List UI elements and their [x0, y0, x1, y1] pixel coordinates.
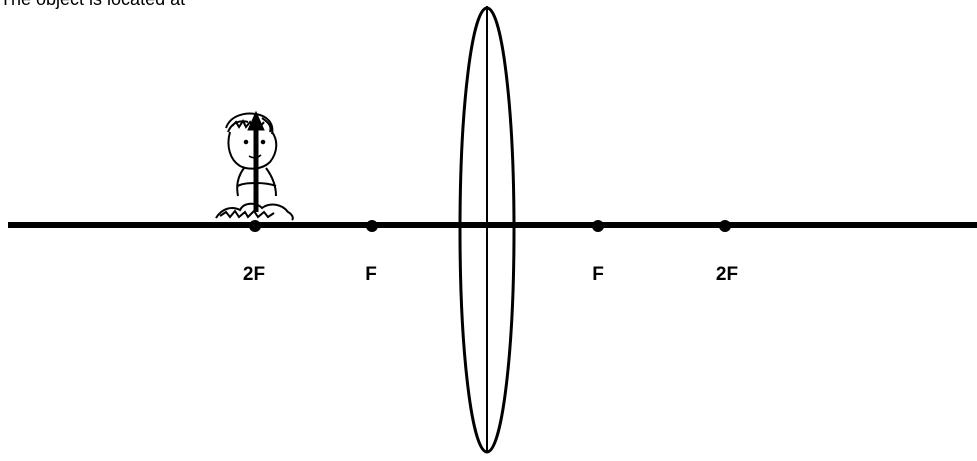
- point-f-left-marker: [366, 220, 378, 232]
- point-2f-right-marker: [719, 220, 731, 232]
- point-label-f-left: F: [365, 264, 377, 285]
- point-label-f-right: F: [592, 264, 604, 285]
- point-label-2f-left: 2F: [243, 264, 265, 285]
- point-2f-left-marker: [249, 220, 261, 232]
- person-figure-icon: [215, 110, 294, 221]
- point-label-2f-right: 2F: [716, 264, 738, 285]
- point-f-right-marker: [592, 220, 604, 232]
- diagram-caption: The object is located at: [0, 0, 185, 10]
